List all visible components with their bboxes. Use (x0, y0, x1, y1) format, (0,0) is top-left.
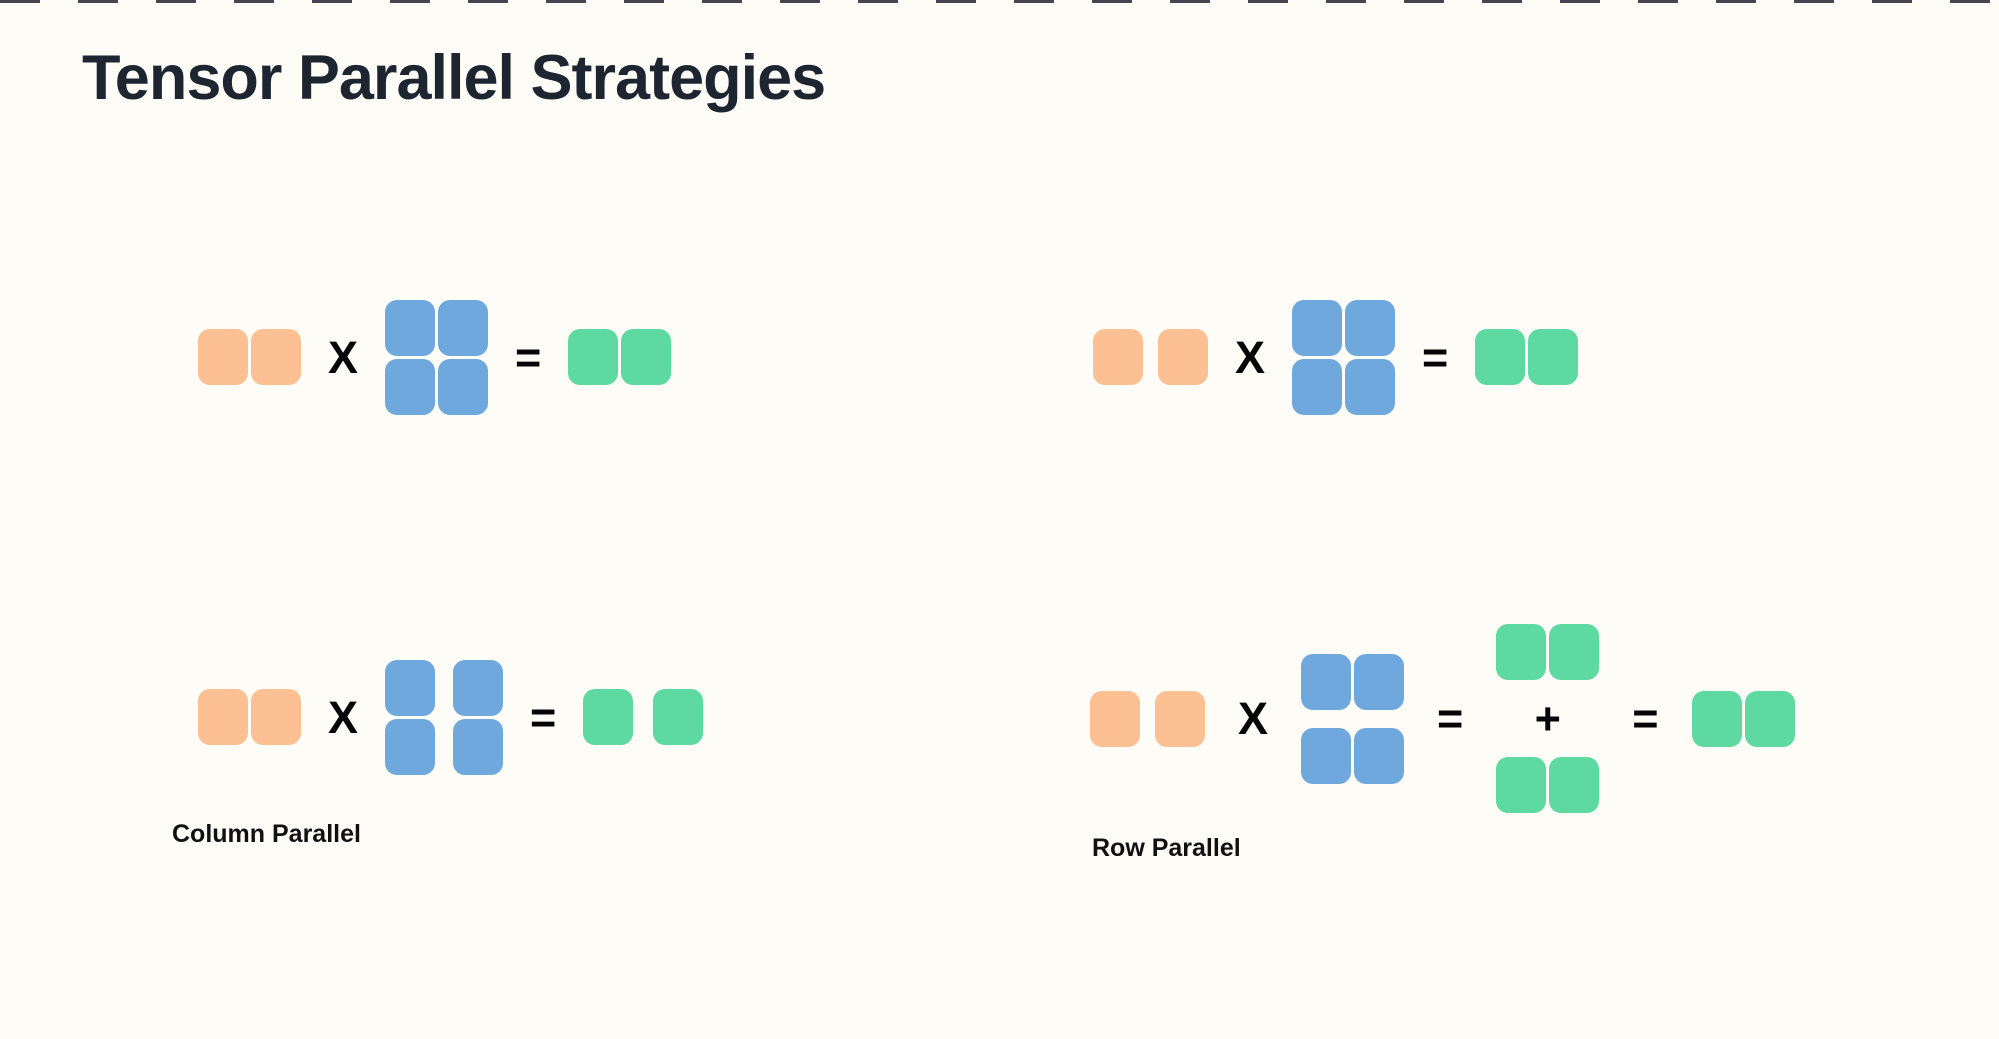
output-block (621, 329, 672, 385)
input-matrix (1090, 690, 1205, 747)
weight-block (385, 718, 436, 775)
equals-operator: = (515, 331, 542, 383)
output-block (1496, 624, 1547, 680)
output-block (653, 689, 704, 745)
input-block (1090, 690, 1140, 747)
weight-block (1354, 727, 1405, 784)
column-parallel-label: Column Parallel (172, 820, 361, 848)
weight-block (385, 659, 436, 716)
input-block (251, 689, 301, 745)
weight-block (453, 659, 504, 716)
output-block (1549, 624, 1600, 680)
output-block (568, 329, 619, 385)
output-block (1744, 690, 1795, 747)
output-block (583, 689, 634, 745)
input-block (1093, 329, 1143, 385)
weight-block (1345, 358, 1396, 415)
weight-block (385, 358, 436, 415)
input-block (198, 329, 248, 385)
weight-block (1292, 299, 1343, 356)
output-matrix (583, 689, 704, 745)
weight-matrix (1292, 299, 1396, 415)
row-parallel-label: Row Parallel (1092, 834, 1241, 862)
output-block (1691, 690, 1742, 747)
output-block (1475, 329, 1526, 385)
output-matrix (1496, 757, 1600, 813)
equals-operator: = (530, 691, 557, 743)
multiply-operator: X (328, 691, 359, 743)
input-block (198, 689, 248, 745)
output-matrix (1475, 329, 1579, 385)
output-matrix (1691, 690, 1795, 747)
top-dashed-border (0, 0, 1999, 3)
diagram-column-parallel: X= (198, 659, 704, 775)
weight-block (1301, 727, 1352, 784)
input-block (1155, 690, 1205, 747)
equals-operator: = (1437, 693, 1464, 744)
diagram-row-parallel: X = + = (1090, 620, 1795, 817)
weight-block (1345, 299, 1396, 356)
input-matrix (1093, 329, 1208, 385)
weight-matrix (385, 659, 504, 775)
multiply-operator: X (328, 331, 359, 383)
weight-block (453, 718, 504, 775)
output-block (1496, 757, 1547, 813)
output-block (1549, 757, 1600, 813)
multiply-operator: X (1238, 693, 1269, 744)
output-matrix (1496, 624, 1600, 680)
equals-operator: = (1632, 693, 1659, 744)
weight-block (438, 358, 489, 415)
weight-matrix (385, 299, 489, 415)
plus-operator: + (1534, 693, 1561, 744)
weight-block (1292, 358, 1343, 415)
weight-block (438, 299, 489, 356)
page-title: Tensor Parallel Strategies (82, 43, 826, 113)
input-matrix (198, 689, 301, 745)
input-block (1158, 329, 1208, 385)
diagram-top-left: X= (198, 299, 672, 415)
output-block (1528, 329, 1579, 385)
output-matrix (568, 329, 672, 385)
input-block (251, 329, 301, 385)
equals-operator: = (1422, 331, 1449, 383)
weight-matrix (1301, 653, 1405, 784)
weight-block (1354, 653, 1405, 710)
multiply-operator: X (1235, 331, 1266, 383)
weight-block (385, 299, 436, 356)
diagram-top-right: X= (1093, 299, 1579, 415)
partial-sum-stack: + (1496, 624, 1600, 813)
input-matrix (198, 329, 301, 385)
weight-block (1301, 653, 1352, 710)
